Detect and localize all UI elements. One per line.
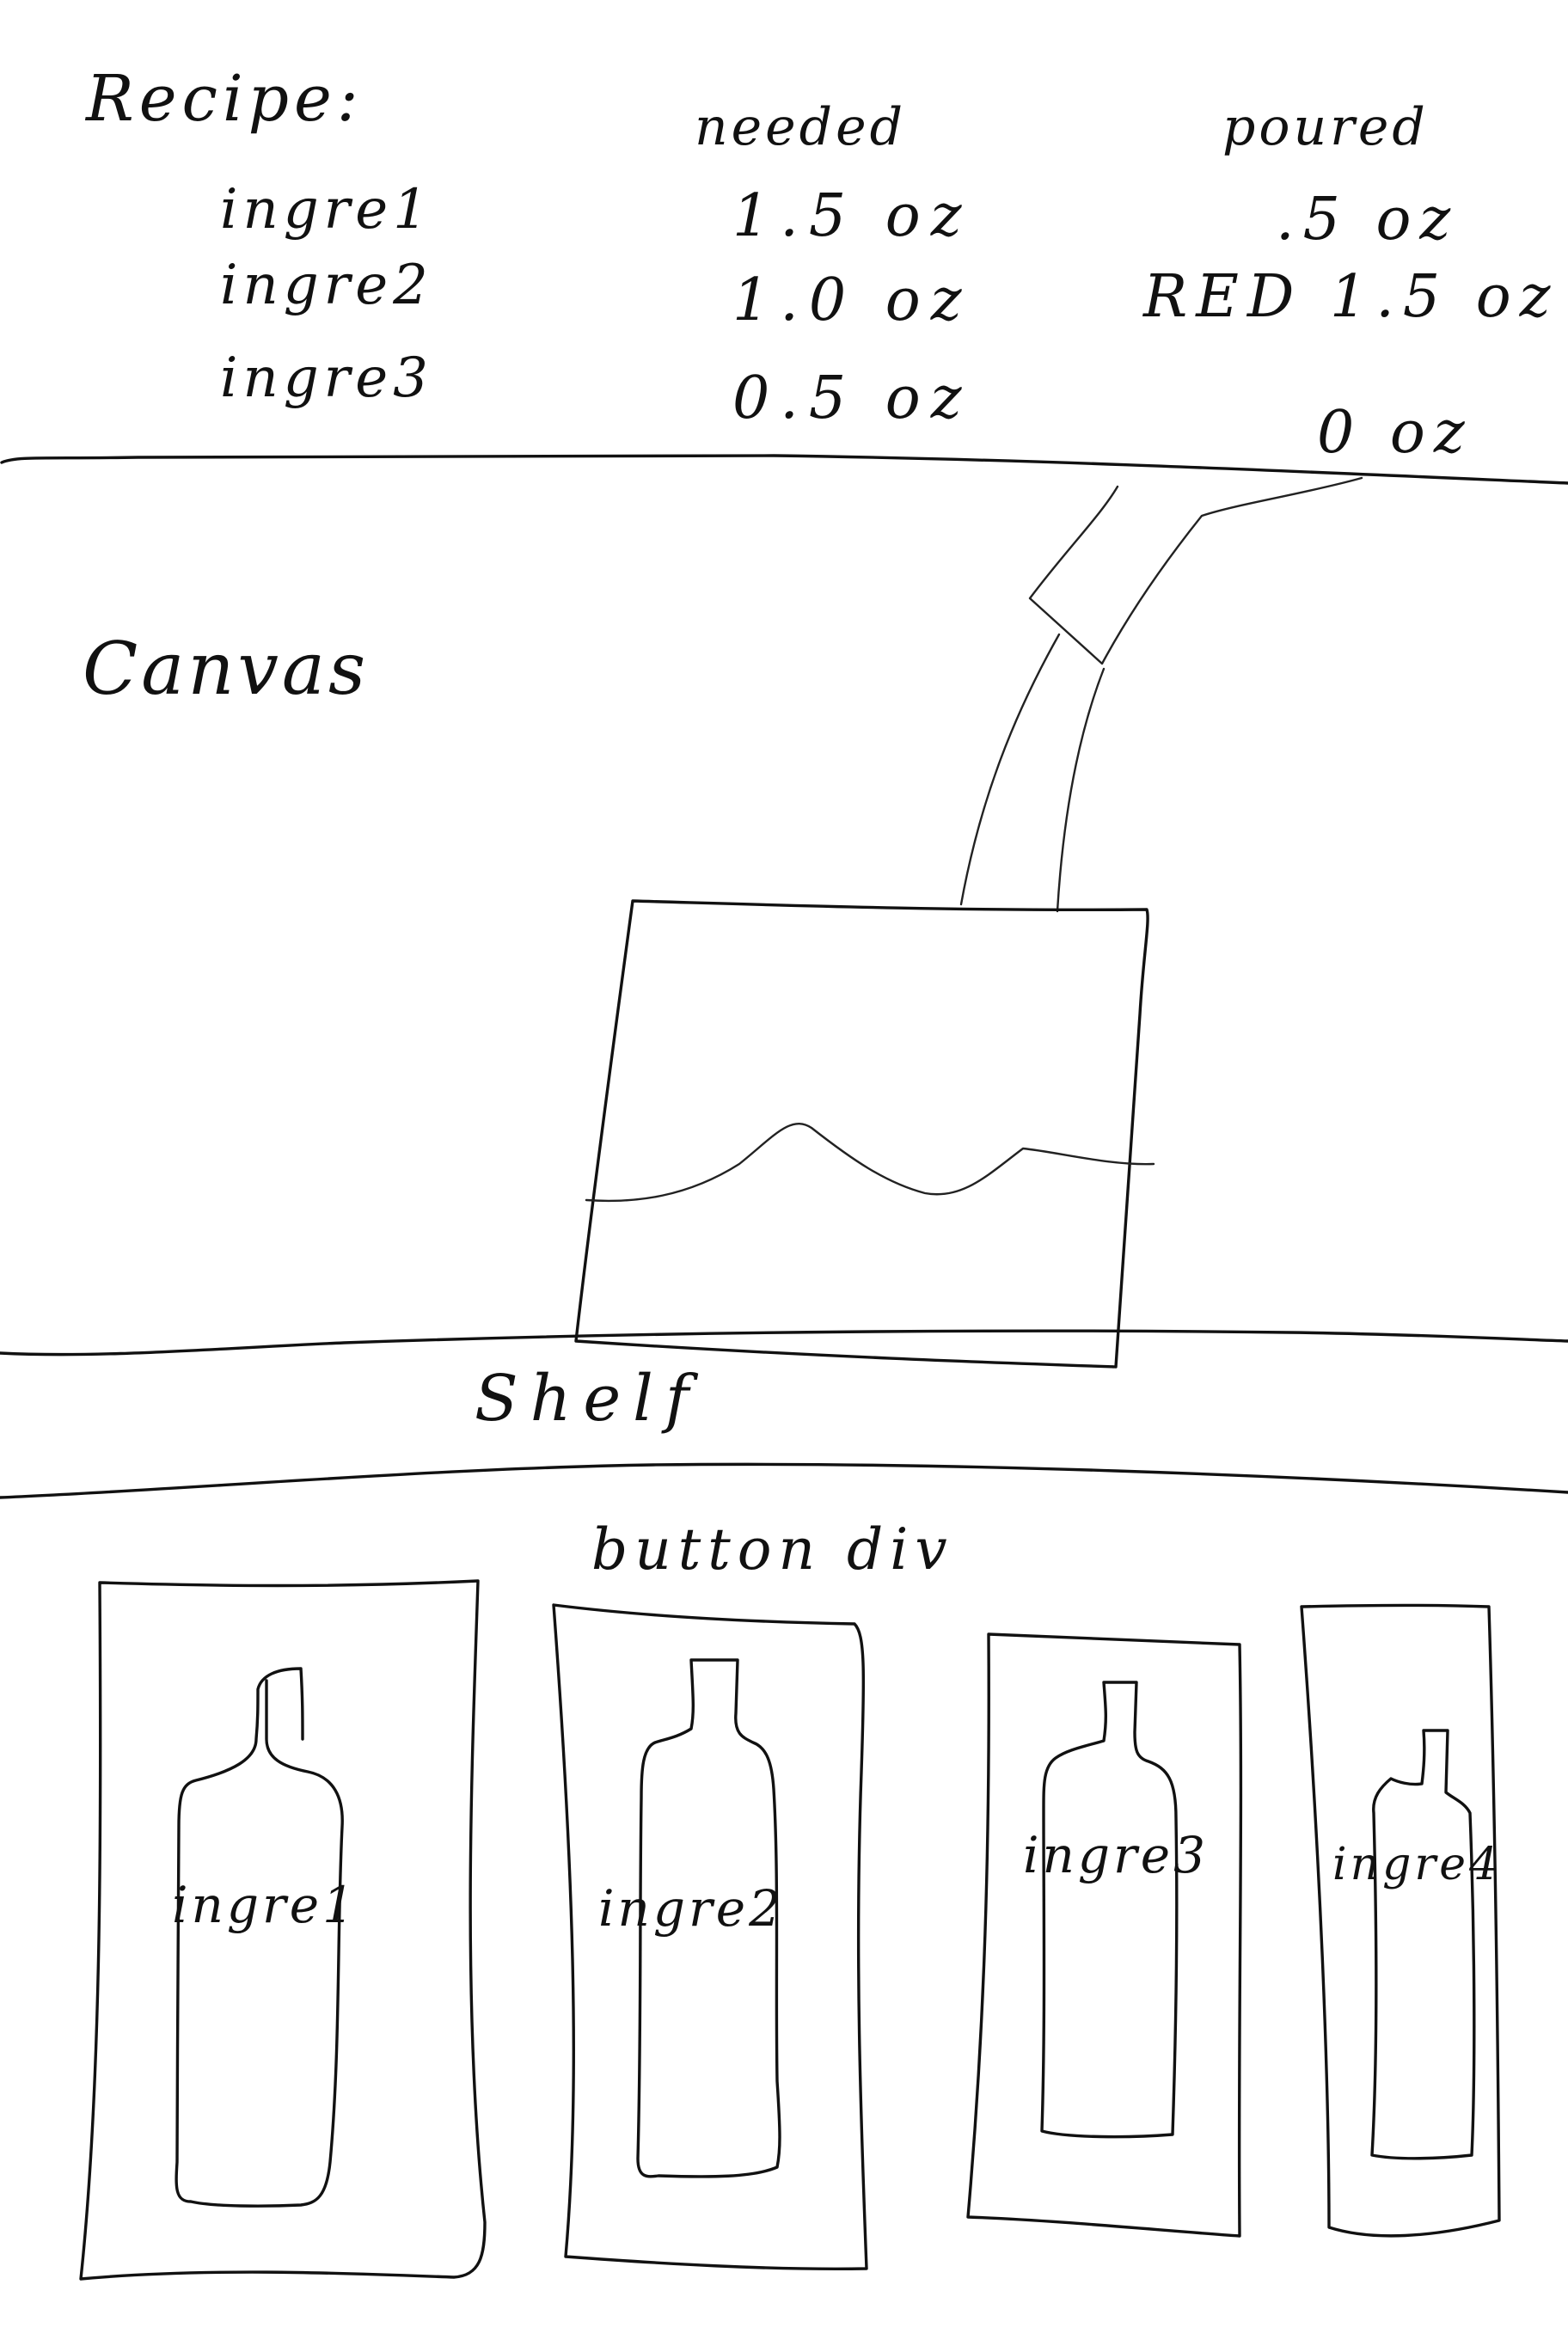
pour-stream-icon	[959, 476, 1363, 913]
ingredient-button[interactable]: ingre2	[547, 1600, 873, 2279]
ingredient-button-label: ingre4	[1332, 1839, 1502, 1890]
button-frame	[79, 1579, 487, 2281]
ingredient-poured-amount: 0 oz	[1317, 399, 1473, 467]
button-frame	[966, 1632, 1243, 2238]
bottle-icon	[636, 1658, 781, 2178]
button-frame	[552, 1603, 868, 2271]
poured-column-header: poured	[1222, 97, 1429, 157]
button-div-label: button div	[591, 1516, 954, 1583]
shelf-button-divider	[0, 1462, 1568, 1499]
bottle-icon	[1040, 1681, 1179, 2139]
button-div: button div ingre1 ingre2 ingre3	[0, 1500, 1568, 2352]
ingredient-needed-amount: 1.0 oz	[732, 266, 972, 334]
ingredient-button-label: ingre3	[1023, 1826, 1209, 1884]
bottle-icon	[1370, 1729, 1476, 2160]
ingredient-button-label: ingre2	[598, 1879, 784, 1938]
glass-icon[interactable]	[0, 469, 1568, 1369]
button-frame	[1300, 1603, 1501, 2238]
canvas-label: Canvas	[83, 627, 370, 711]
ingredient-button[interactable]: ingre3	[966, 1629, 1250, 2239]
needed-column-header: needed	[695, 97, 906, 157]
ingredient-button-label: ingre1	[172, 1876, 358, 1934]
ingredient-name: ingre2	[220, 254, 433, 317]
ingredient-button[interactable]: ingre1	[76, 1569, 488, 2282]
recipe-title: Recipe:	[86, 62, 364, 136]
ingredient-needed-amount: 0.5 oz	[732, 364, 972, 432]
recipe-panel: Recipe: needed poured ingre1 1.5 oz .5 o…	[0, 0, 1568, 481]
liquid-level	[585, 1123, 1155, 1203]
ingredient-poured-amount: .5 oz	[1276, 186, 1460, 254]
ingredient-poured-amount: RED 1.5 oz	[1143, 263, 1559, 331]
ingredient-name: ingre3	[220, 346, 433, 410]
shelf-label: Shelf	[475, 1362, 701, 1436]
ingredient-button[interactable]: ingre4	[1295, 1602, 1510, 2245]
canvas-area[interactable]: Canvas Shelf	[0, 469, 1568, 1430]
ingredient-needed-amount: 1.5 oz	[732, 182, 972, 250]
ingredient-name: ingre1	[220, 178, 433, 242]
bottle-icon	[175, 1667, 344, 2208]
